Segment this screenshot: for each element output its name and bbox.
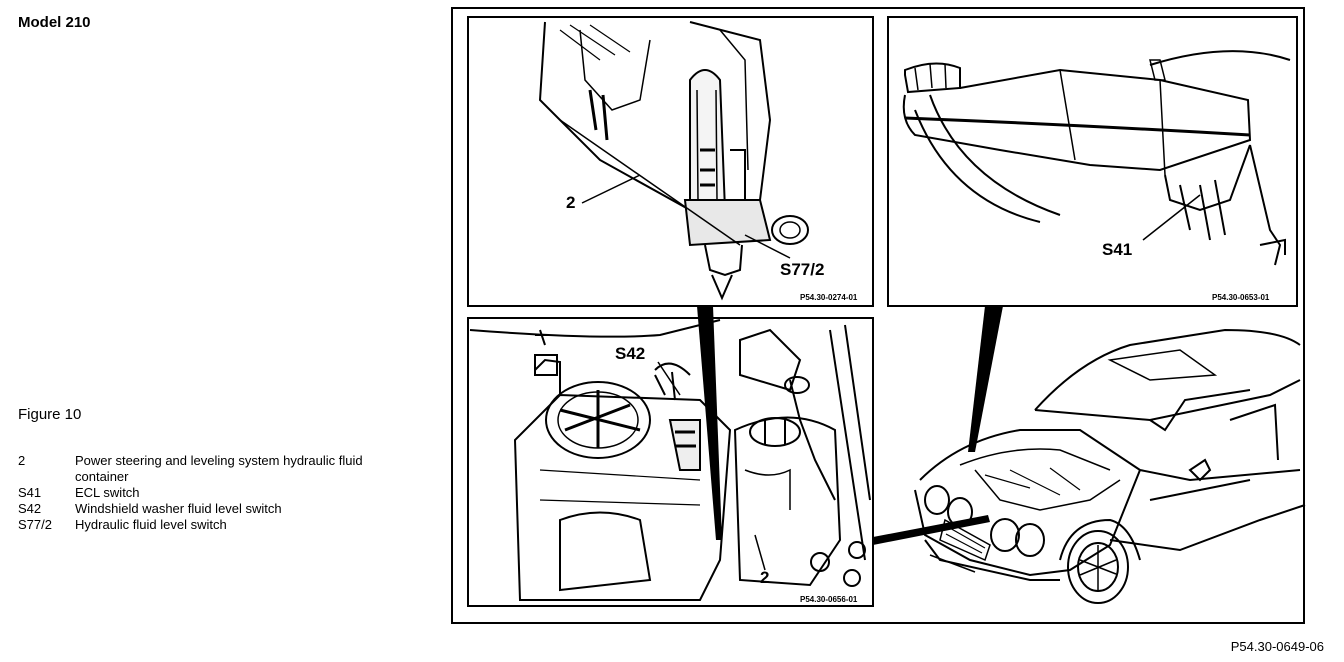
callout-s42: S42 bbox=[615, 344, 645, 363]
legend-code: S41 bbox=[18, 485, 42, 500]
legend-code: 2 bbox=[18, 453, 26, 468]
panel-ref-top-left: P54.30-0274-01 bbox=[800, 293, 858, 302]
legend-row: S42 Windshield washer fluid level switch bbox=[18, 501, 410, 517]
panel-ref-top-right: P54.30-0653-01 bbox=[1212, 293, 1270, 302]
model-title: Model 210 bbox=[18, 14, 91, 31]
panel-ref-bottom-left: P54.30-0656-01 bbox=[800, 595, 858, 604]
legend-code: S77/2 bbox=[18, 517, 52, 532]
panel-ecl-switch bbox=[887, 16, 1298, 307]
car-illustration bbox=[914, 328, 1306, 604]
callout-s41: S41 bbox=[1102, 240, 1132, 259]
legend-text: Windshield washer fluid level switch bbox=[75, 501, 282, 516]
legend-row: S77/2 Hydraulic fluid level switch bbox=[18, 517, 410, 533]
legend-text: Power steering and leveling system hydra… bbox=[75, 453, 363, 484]
legend-text: Hydraulic fluid level switch bbox=[75, 517, 227, 532]
legend-text: ECL switch bbox=[75, 485, 140, 500]
diagram-frame bbox=[451, 7, 1305, 624]
panel-hydraulic-switch bbox=[467, 16, 874, 307]
panel-engine-bay bbox=[467, 317, 874, 607]
callout-2-bottom: 2 bbox=[760, 568, 769, 587]
legend-row: 2 Power steering and leveling system hyd… bbox=[18, 453, 410, 485]
figure-label: Figure 10 bbox=[18, 406, 82, 423]
legend-row: S41 ECL switch bbox=[18, 485, 410, 501]
legend-code: S42 bbox=[18, 501, 42, 516]
figure-reference: P54.30-0649-06 bbox=[1230, 639, 1324, 654]
legend: 2 Power steering and leveling system hyd… bbox=[18, 453, 410, 533]
callout-2-top: 2 bbox=[566, 193, 575, 212]
pointer-ecl bbox=[968, 306, 1003, 452]
pointer-hydraulic bbox=[697, 306, 722, 540]
callout-s77-2: S77/2 bbox=[780, 260, 824, 279]
pointer-engine-bay bbox=[873, 515, 990, 545]
